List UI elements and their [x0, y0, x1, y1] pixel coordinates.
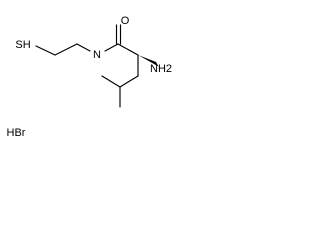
bond-ch-methyl-b: [101, 75, 121, 88]
bond-lines: [35, 24, 139, 108]
bond-c1-c2: [54, 43, 78, 56]
bond-c2-n: [76, 43, 91, 52]
bond-carbonyl-alpha: [117, 43, 139, 56]
chemical-structure-diagram: SH N O NH2 HBr: [7, 15, 172, 139]
atom-labels: SH N O NH2: [15, 15, 172, 75]
bond-n-carbonyl: [104, 43, 119, 52]
amide-nitrogen-label: N: [93, 49, 101, 61]
amine-label: NH2: [150, 63, 172, 75]
bond-s-c1: [35, 45, 56, 56]
hydrobromide-salt-label: HBr: [7, 127, 26, 139]
stereo-wedge-bond: [138, 55, 159, 67]
bond-ch2-ch: [119, 75, 139, 88]
thiol-label: SH: [15, 39, 30, 51]
carbonyl-oxygen-label: O: [121, 15, 130, 27]
